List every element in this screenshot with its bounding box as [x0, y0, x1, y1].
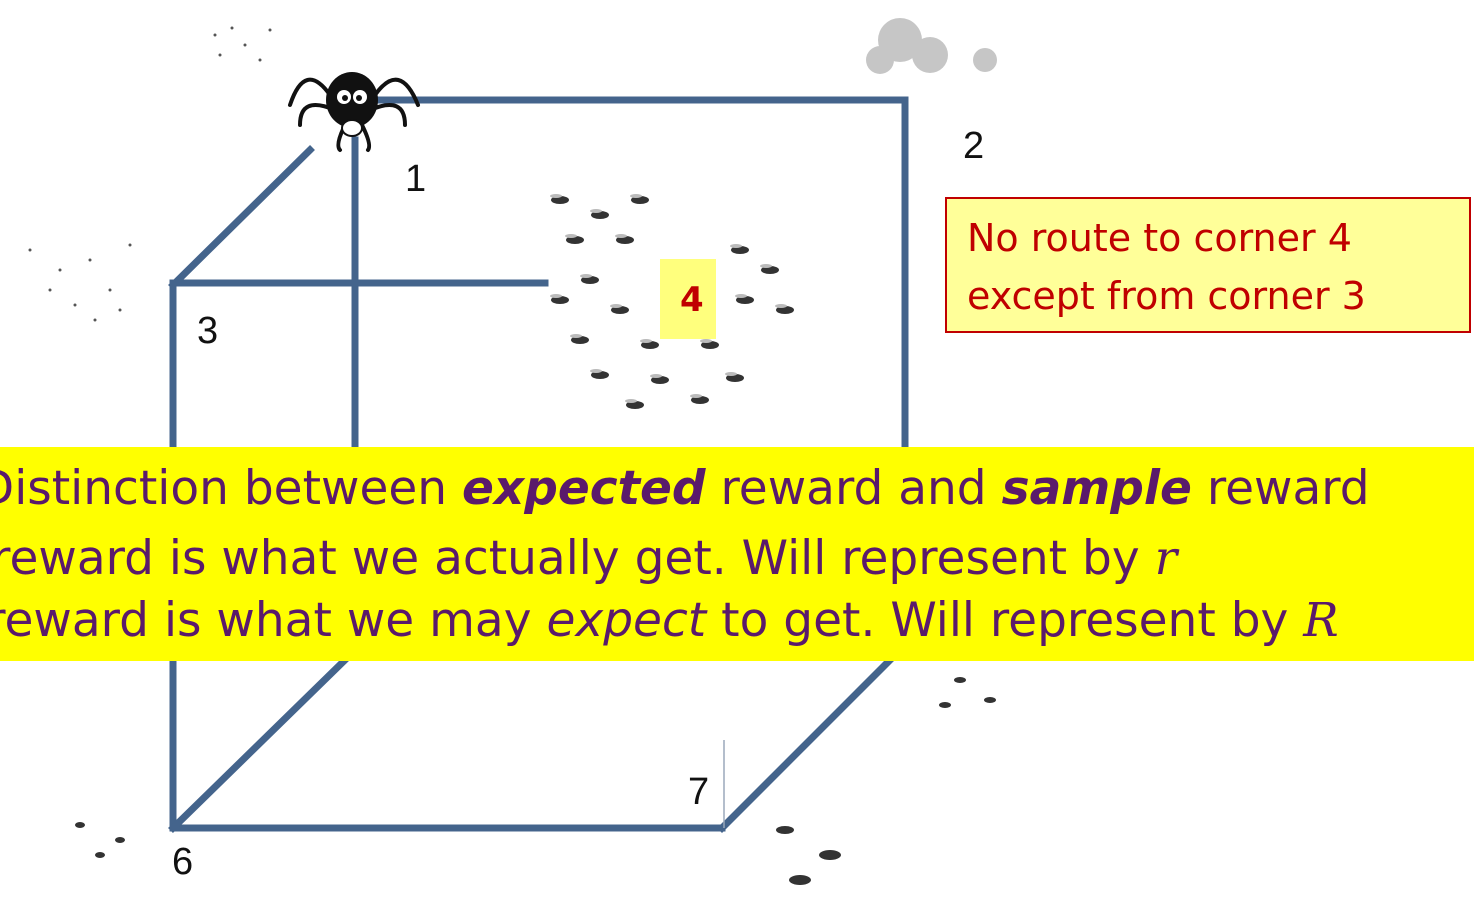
fly-swarm-icon — [550, 194, 794, 409]
banner-line-1: Distinction between expected reward and … — [0, 461, 1370, 516]
spider-icon — [288, 72, 420, 152]
edge-6-diag — [168, 655, 350, 833]
reward-definition-banner: Distinction between expected reward and … — [0, 447, 1474, 661]
banner-line-2: Sample reward is what we actually get. W… — [0, 531, 1178, 586]
route-note-line-1: No route to corner 4 — [967, 216, 1352, 260]
corner-4-label: 4 — [680, 280, 704, 320]
fly-swarm-icon — [75, 677, 996, 885]
route-note-line-2: except from corner 3 — [967, 274, 1366, 318]
dust-cloud-icon — [866, 18, 997, 74]
corner-2-label: 2 — [963, 125, 985, 167]
corner-3-label: 3 — [197, 310, 219, 352]
corner-7-label: 7 — [688, 771, 710, 813]
fly-swarm-icon — [28, 26, 272, 322]
banner-line-3: Expected reward is what we may expect to… — [0, 593, 1339, 648]
corner-1-label: 1 — [405, 158, 427, 200]
route-note-box: No route to corner 4 except from corner … — [945, 197, 1471, 333]
edge-7-diag — [717, 655, 895, 833]
corner-4-highlight — [660, 259, 716, 339]
corner-6-label: 6 — [172, 841, 194, 883]
edge-1-3 — [168, 145, 315, 290]
